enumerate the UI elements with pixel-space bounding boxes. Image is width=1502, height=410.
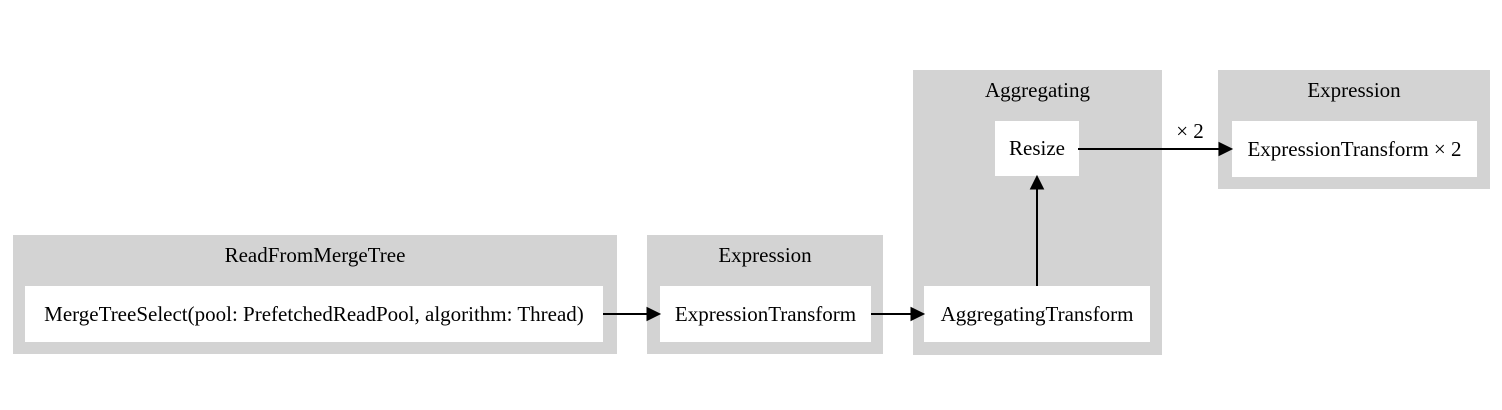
cluster-expression-1: Expression ExpressionTransform [647, 235, 883, 354]
cluster-title: Aggregating [985, 78, 1090, 102]
node-mergetreeselect: MergeTreeSelect(pool: PrefetchedReadPool… [25, 286, 603, 342]
cluster-expression-2: Expression ExpressionTransform × 2 [1218, 70, 1490, 189]
node-aggregatingtransform: AggregatingTransform [924, 286, 1150, 342]
node-resize: Resize [995, 121, 1079, 176]
cluster-title: Expression [718, 243, 812, 267]
cluster-title: ReadFromMergeTree [224, 243, 406, 267]
cluster-title: Expression [1307, 78, 1401, 102]
cluster-aggregating: Aggregating Resize AggregatingTransform [913, 70, 1162, 355]
edge-multiplicity-label: × 2 [1176, 119, 1204, 143]
cluster-readfrommergetree: ReadFromMergeTree MergeTreeSelect(pool: … [13, 235, 617, 354]
node-expressiontransform-x2: ExpressionTransform × 2 [1232, 121, 1477, 177]
node-expressiontransform: ExpressionTransform [660, 286, 871, 342]
